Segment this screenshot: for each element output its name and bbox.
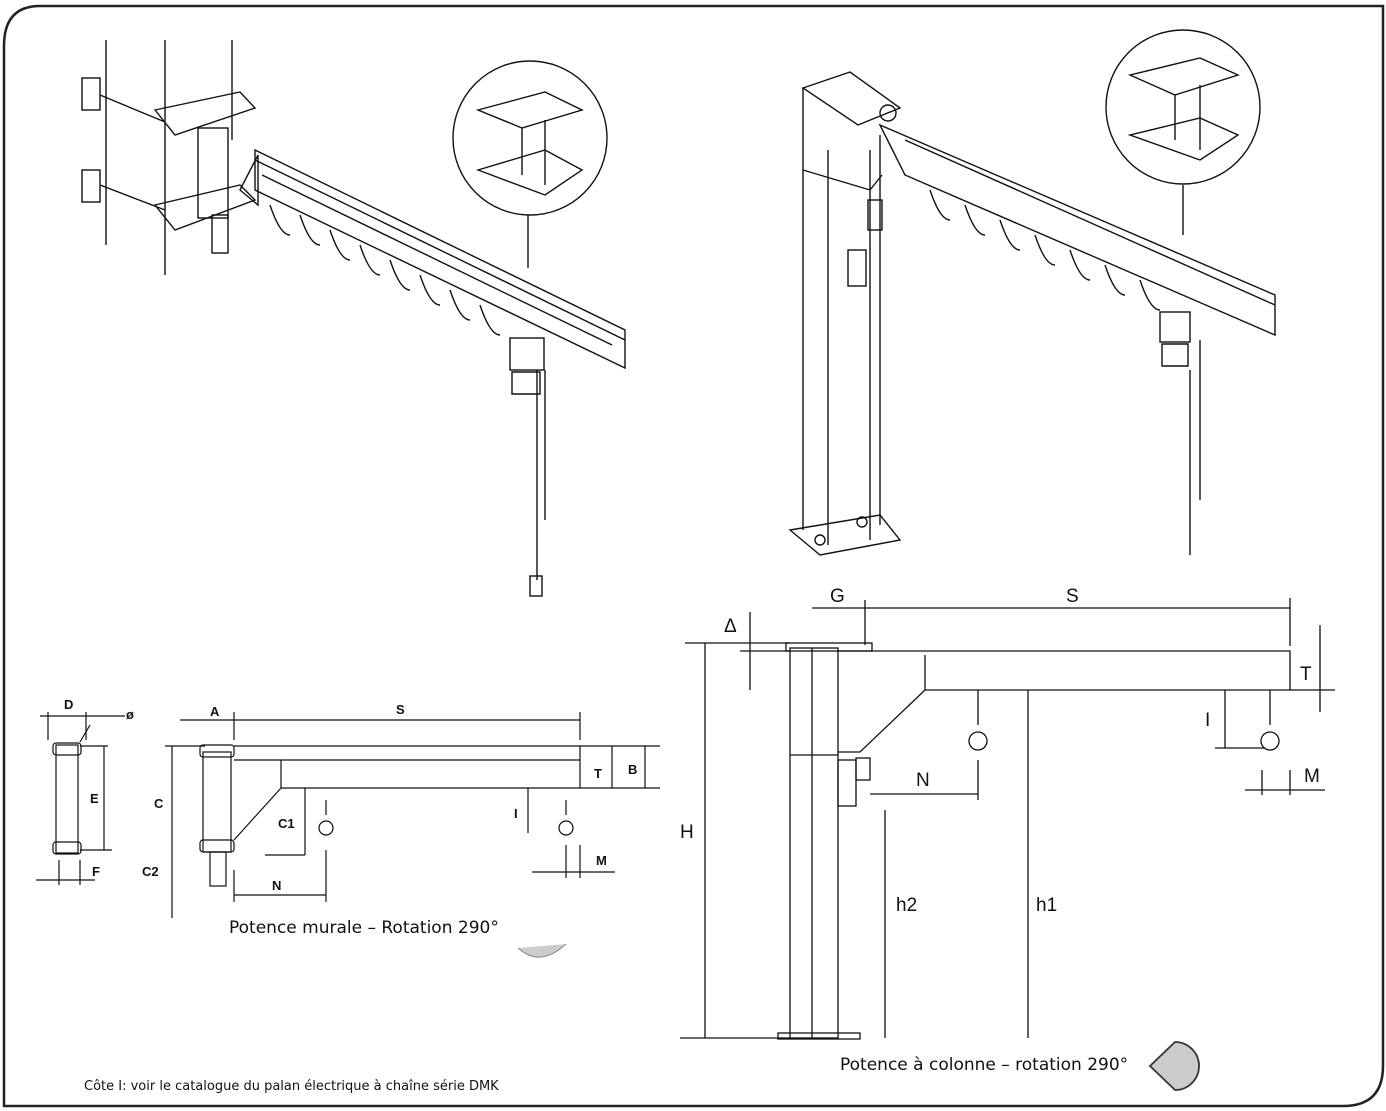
pac-shape-wall [517,943,567,958]
dim-label-h1: h1 [1036,895,1057,916]
page-frame [2,4,1385,1108]
caption-column-crane: Potence à colonne – rotation 290° [840,1055,1128,1075]
dim-label-N-wall: N [272,878,281,893]
dim-label-H: H [680,822,694,843]
dim-label-I-column: I [1205,710,1210,731]
caption-wall-crane: Potence murale – Rotation 290° [229,918,499,938]
dim-label-T-column: T [1300,664,1312,685]
dim-label-M-wall: M [596,853,607,868]
dim-label-D: D [64,697,73,712]
dim-label-C1: C1 [278,816,295,831]
dim-label-S-column: S [1066,586,1079,607]
dim-label-F: F [92,864,100,879]
dim-label-T-wall: T [594,766,602,781]
dim-label-C2: C2 [142,864,159,879]
column-crane-side-view [680,598,1335,1040]
wall-crane-illustration [81,40,626,597]
dim-label-I-wall: I [514,806,518,821]
dim-label-A: A [210,704,220,719]
wall-crane-side-view [36,712,660,918]
column-crane-illustration [788,29,1276,556]
dim-label-N-column: N [916,770,930,791]
dim-label-B: B [628,762,637,777]
dim-label-delta: Δ [724,616,737,637]
pac-shape-column [1148,1041,1200,1091]
dim-label-diameter: ø [126,707,134,722]
footnote: Côte I: voir le catalogue du palan élect… [84,1079,499,1094]
dim-label-M-column: M [1304,766,1320,787]
dim-label-C: C [154,796,164,811]
dim-label-S-wall: S [396,702,405,717]
dim-label-G: G [830,586,845,607]
dim-label-E: E [90,791,99,806]
dim-label-h2: h2 [896,895,917,916]
